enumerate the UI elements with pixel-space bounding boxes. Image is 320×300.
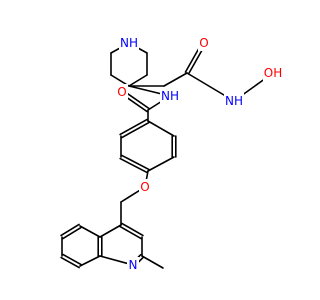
atom-label-benzamide-o: O: [117, 85, 126, 99]
atom-hydroxamic-carbonyl-o: O: [198, 35, 210, 51]
atom-ether-o: O: [139, 179, 151, 195]
bond-pd-pq: [128, 74, 148, 87]
atom-label-hydroxamic-nh: NH: [225, 94, 243, 108]
bond-q4-q4a: [99, 224, 122, 238]
bond-r1-r2-double: [119, 118, 148, 136]
bond-q4-q3-double: [121, 222, 144, 237]
bond-b7-b8-double: [60, 256, 80, 269]
bond-q4a-b5: [79, 225, 101, 238]
atom-amide-nh: NH: [160, 88, 180, 104]
atom-hydroxamic-oh: OH: [263, 65, 283, 81]
molecule-structure: NH O NH OH NH O O N: [60, 35, 283, 273]
bond-b5-b6-double: [62, 226, 82, 240]
atom-label-amide-nh: NH: [161, 89, 179, 103]
bond-b7-b8-double: [62, 253, 82, 266]
bond-b8-q8a: [79, 255, 101, 267]
bond-q2-me: [141, 255, 164, 269]
atom-label-hydroxamic-oh: OH: [264, 66, 282, 80]
atom-hydroxamic-nh: NH: [224, 93, 244, 109]
atom-label-ether-o: O: [140, 180, 149, 194]
atom-label-hydroxamic-carbonyl-o: O: [199, 36, 208, 50]
bond-layer: [60, 41, 274, 269]
atom-quinoline-n: N: [127, 257, 139, 273]
bond-r5-r6: [147, 156, 175, 172]
atom-label-layer: NH O NH OH NH O O N: [116, 35, 283, 273]
bond-r1-r3: [147, 120, 175, 137]
bond-b5-b6-double: [60, 223, 80, 237]
bond-r1-r2-double: [121, 121, 150, 139]
bond-q4-q3-double: [119, 225, 142, 240]
atom-label-quinoline-n: N: [129, 258, 138, 272]
bond-r4-r6-double: [119, 157, 148, 174]
atom-benzamide-o: O: [116, 84, 128, 100]
bond-r4-r6-double: [121, 154, 150, 171]
atom-piperidine-nh: NH: [119, 35, 139, 51]
bond-ch2a-carb: [163, 72, 188, 87]
atom-label-piperidine-nh: NH: [120, 36, 138, 50]
